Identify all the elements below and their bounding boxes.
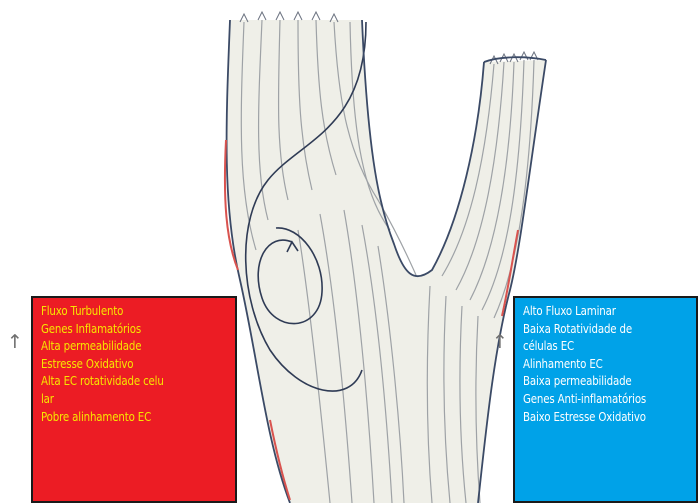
disturbed-flow-text: Pobre alinhamento EC: [41, 408, 200, 426]
disturbed-flow-text: Estresse Oxidativo: [41, 355, 200, 373]
vessel-body: [227, 20, 546, 503]
laminar-flow-text: Genes Anti-inflamatórios: [523, 390, 665, 408]
disturbed-flow-panel: Fluxo Turbulento Genes Inflamatórios Alt…: [31, 296, 237, 503]
disturbed-flow-text: lar: [41, 390, 200, 408]
inlet-arrow: [294, 12, 302, 20]
right-up-arrow-icon: ↑: [492, 333, 508, 352]
disturbed-flow-text: Alta permeabilidade: [41, 337, 200, 355]
laminar-flow-text: Baixo Estresse Oxidativo: [523, 408, 665, 426]
left-up-arrow-icon: ↑: [7, 333, 23, 352]
laminar-flow-text: Alinhamento EC: [523, 355, 665, 373]
disturbed-flow-text: Genes Inflamatórios: [41, 320, 200, 338]
inlet-arrow: [312, 12, 320, 20]
inlet-arrow: [258, 12, 266, 20]
disturbed-flow-text: Alta EC rotatividade celu: [41, 372, 200, 390]
laminar-flow-text: Baixa permeabilidade: [523, 372, 665, 390]
inlet-arrow: [276, 12, 284, 20]
disturbed-flow-text: Fluxo Turbulento: [41, 302, 200, 320]
laminar-flow-text: células EC: [523, 337, 665, 355]
inlet-arrow: [520, 52, 528, 60]
laminar-flow-text: Alto Fluxo Laminar: [523, 302, 665, 320]
laminar-flow-panel: Alto Fluxo Laminar Baixa Rotatividade de…: [513, 296, 698, 503]
laminar-flow-text: Baixa Rotatividade de: [523, 320, 665, 338]
